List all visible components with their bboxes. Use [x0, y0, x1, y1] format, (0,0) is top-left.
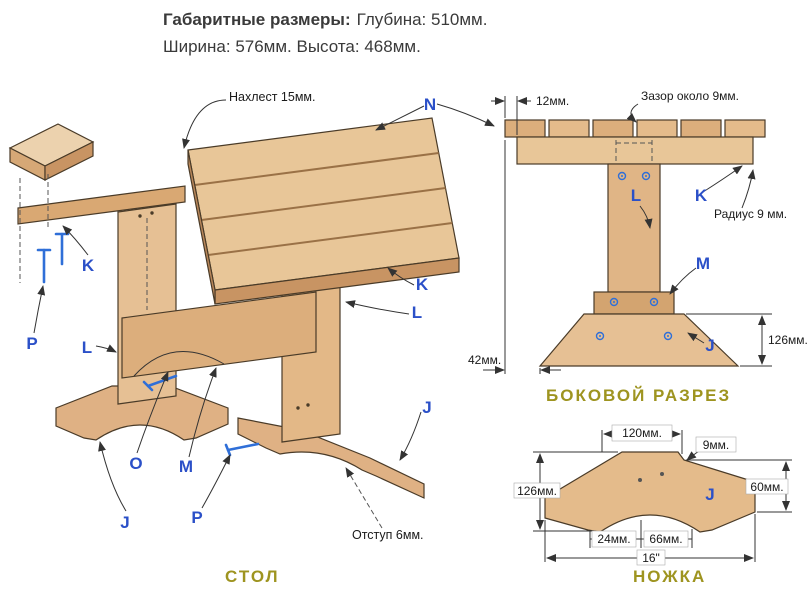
- vertical-screws: [36, 232, 70, 284]
- overall-dimensions-header: Габаритные размеры: Глубина: 510мм. Ширин…: [163, 6, 487, 60]
- label-j1: J: [120, 513, 129, 532]
- caption-leg: НОЖКА: [633, 567, 707, 586]
- label-p2: P: [191, 508, 202, 527]
- pedestal-column: [607, 163, 661, 293]
- top-rail-section: [516, 136, 754, 165]
- dim-pad: 24мм.: [597, 532, 630, 546]
- isometric-table-figure: N K K L L P P O M J J Нахлест 15мм. Отст…: [8, 90, 495, 542]
- leg-detail-figure: 120мм. 9мм. 126мм. 60мм.: [513, 424, 792, 566]
- side-leader-lines: [639, 165, 743, 344]
- header-depth: Глубина: 510мм.: [356, 10, 488, 29]
- slat-gap-line: [208, 222, 453, 256]
- screw-dot: [296, 406, 300, 410]
- slat-ends-row: [504, 119, 766, 138]
- caption-table: СТОЛ: [225, 567, 280, 586]
- hole-dot: [638, 478, 642, 482]
- label-l1: L: [82, 338, 92, 357]
- side-rail-board: [17, 185, 186, 225]
- dim-top: 120мм.: [622, 426, 662, 440]
- offset-leader-dashed: [345, 467, 383, 529]
- header-title: Габаритные размеры:: [163, 10, 351, 29]
- horizontal-screw: [224, 442, 260, 457]
- label-n: N: [424, 95, 436, 114]
- dim-left-offset: 42мм.: [468, 353, 501, 367]
- slat-gap-line: [201, 187, 446, 221]
- tenon-dashed-lines: [615, 140, 653, 164]
- label-m: M: [179, 457, 193, 476]
- dim-end: 60мм.: [750, 480, 783, 494]
- label-m: M: [696, 254, 710, 273]
- label-j-leg: J: [705, 485, 714, 504]
- dim-radius: Радиус 9 мм.: [714, 207, 787, 221]
- arch-cut-line: [133, 351, 225, 377]
- leg-dimensions: 120мм. 9мм. 126мм. 60мм.: [513, 424, 792, 566]
- slat-gap-line: [194, 152, 439, 186]
- dim-foot-height: 126мм.: [768, 333, 807, 347]
- label-o: O: [129, 454, 142, 473]
- tabletop-left-edge: [187, 149, 216, 305]
- label-k: K: [695, 186, 708, 205]
- dim-step: 9мм.: [703, 438, 730, 452]
- dim-gap: Зазор около 9мм.: [641, 89, 739, 103]
- overlap-annotation: Нахлест 15мм.: [229, 90, 316, 104]
- side-part-labels: L K M J: [631, 186, 715, 355]
- foot-section: [538, 313, 740, 367]
- stretcher-board: [121, 291, 317, 457]
- offset-annotation: Отступ 6мм.: [352, 528, 424, 542]
- screw-dot: [138, 214, 142, 218]
- label-l2: L: [412, 303, 422, 322]
- dim-overhang: 12мм.: [536, 94, 569, 108]
- hole-dot: [660, 472, 664, 476]
- label-j2: J: [422, 398, 431, 417]
- label-k1: K: [82, 256, 95, 275]
- projection-dashed-lines: [19, 174, 49, 283]
- label-k2: K: [416, 275, 429, 294]
- header-line2: Ширина: 576мм. Высота: 468мм.: [163, 37, 421, 56]
- support-block: [593, 291, 675, 315]
- left-foot: [55, 385, 229, 441]
- screw-dot: [150, 211, 154, 215]
- label-p1: P: [26, 334, 37, 353]
- caption-side-section: БОКОВОЙ РАЗРЕЗ: [546, 386, 732, 405]
- dim-width: 16": [642, 551, 660, 565]
- header-line1: Габаритные размеры: Глубина: 510мм.: [163, 6, 487, 33]
- side-view-dimensions: 12мм. Зазор около 9мм. Радиус 9 мм. 42мм…: [468, 89, 807, 374]
- dim-height: 126мм.: [517, 484, 557, 498]
- dim-arch: 66мм.: [649, 532, 682, 546]
- screw-dot: [306, 403, 310, 407]
- main-leader-lines: [33, 99, 495, 529]
- side-section-figure: 12мм. Зазор около 9мм. Радиус 9 мм. 42мм…: [468, 89, 807, 374]
- main-part-labels: N K K L L P P O M J J: [26, 95, 436, 532]
- label-j: J: [705, 336, 714, 355]
- tabletop: [187, 117, 460, 305]
- label-l: L: [631, 186, 641, 205]
- side-view-screws: [595, 171, 673, 341]
- removed-slat-board: [8, 123, 95, 181]
- leg-outline: [544, 451, 756, 533]
